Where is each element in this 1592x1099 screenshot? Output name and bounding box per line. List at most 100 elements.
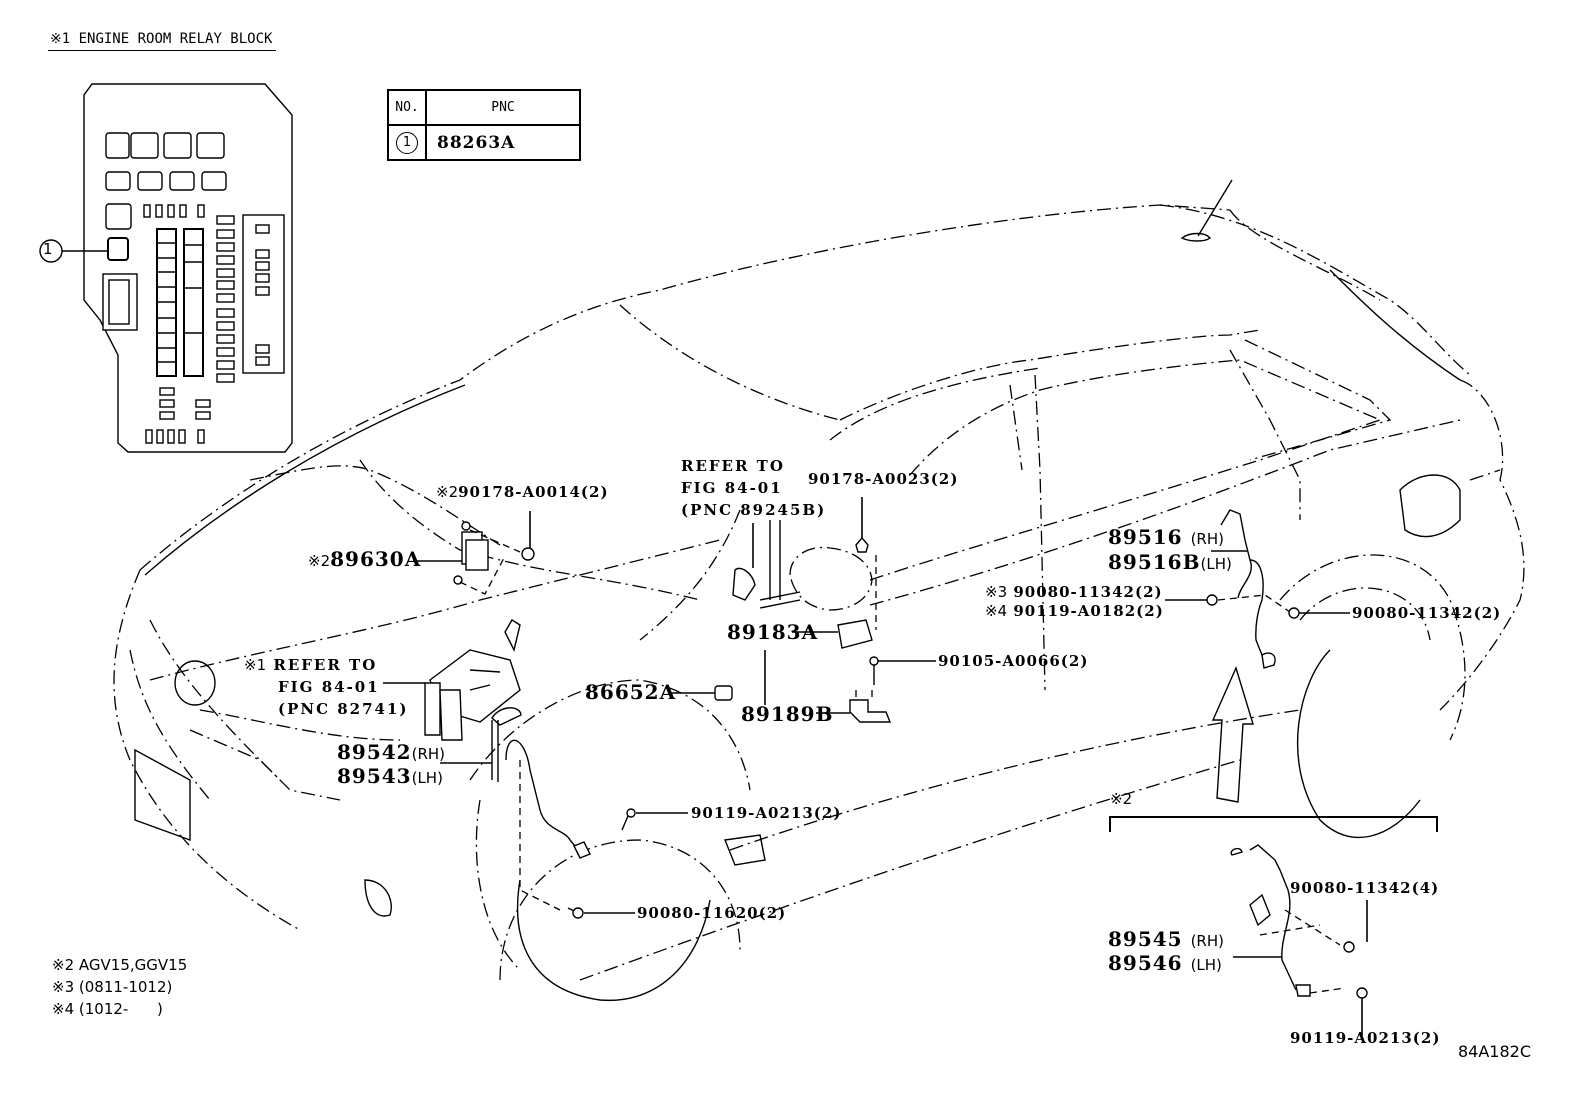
refer-line-3: (PNC 89245B) <box>681 501 827 519</box>
side: (LH) <box>411 769 443 787</box>
label-86652a[interactable]: 86652A <box>585 680 677 704</box>
part-90119-a0213-bolt-front[interactable] <box>621 808 688 831</box>
quantity: (2) <box>930 470 959 488</box>
part-89516-rear-sensor[interactable] <box>1211 509 1291 669</box>
part-number: 90119-A0213 <box>691 804 814 822</box>
label-90178-a0023[interactable]: 90178-A0023(2) <box>808 472 958 487</box>
note-text: AGV15,GGV15 <box>78 956 188 974</box>
label-inset-90080-11342[interactable]: 90080-11342(4) <box>1290 881 1439 896</box>
part-number: 89545 <box>1108 927 1183 951</box>
label-90080-11620[interactable]: 90080-11620(2) <box>637 906 786 921</box>
label-89630a[interactable]: ※289630A <box>308 549 421 569</box>
pnc-table: NO. PNC 1 88263A <box>387 89 581 161</box>
part-90080-11620-bolt[interactable] <box>567 907 635 919</box>
quantity: (2) <box>1412 1029 1441 1047</box>
note-mark: ※1 <box>244 656 267 674</box>
label-90105-a0066[interactable]: 90105-A0066(2) <box>938 654 1088 669</box>
side: (RH) <box>1190 932 1224 950</box>
part-number: 90080-11342 <box>1290 879 1412 897</box>
side: (LH) <box>1200 555 1232 573</box>
antenna-base <box>1180 232 1211 242</box>
note-text: (0811-1012) <box>78 978 173 996</box>
part-90080-11342-bolt-s3[interactable] <box>1165 594 1218 606</box>
refer-line-2: FIG 84-01 <box>681 479 783 497</box>
part-number: 89543 <box>337 764 412 788</box>
row-no: 1 <box>396 131 418 154</box>
row-no-cell: 1 <box>387 124 427 161</box>
license-plate-area <box>134 748 191 841</box>
label-89183a[interactable]: 89183A <box>727 620 819 644</box>
part-number: 89516B <box>1108 550 1201 574</box>
side: (RH) <box>1190 530 1224 548</box>
quantity: (2) <box>758 904 787 922</box>
relay-block-diagram <box>39 83 293 453</box>
pnc-table-row[interactable]: 1 88263A <box>387 124 581 161</box>
part-90080-11342-inset-bolt[interactable] <box>1343 900 1368 953</box>
label-89516[interactable]: 89516 (RH) <box>1108 527 1224 547</box>
fuse-panel-right <box>242 214 285 374</box>
part-82741-ecu-bracket[interactable] <box>424 619 521 741</box>
part-89189b-bracket[interactable] <box>816 690 892 723</box>
relay-88263a[interactable] <box>107 237 129 261</box>
refer-line-3: (PNC 82741) <box>278 700 409 718</box>
mini-fuse-row-top <box>143 204 205 218</box>
label-90119-a0213-front[interactable]: 90119-A0213(2) <box>691 806 841 821</box>
fuse-column-c <box>216 215 235 383</box>
footnote-4: ※4 (1012- ) <box>52 1002 163 1017</box>
label-89545[interactable]: 89545 (RH) <box>1108 929 1224 949</box>
part-number: 90119-A0213 <box>1290 1029 1413 1047</box>
part-number: 90178-A0014 <box>458 483 581 501</box>
quantity: (2) <box>1473 604 1502 622</box>
refer-line-2: FIG 84-01 <box>278 678 380 696</box>
part-89545-inset-sensor[interactable] <box>1230 844 1346 997</box>
row-pnc[interactable]: 88263A <box>425 124 581 161</box>
note-mark: ※4 <box>52 1000 75 1018</box>
part-90119-a0213-inset-bolt[interactable] <box>1356 987 1368 1040</box>
label-89546[interactable]: 89546 (LH) <box>1108 953 1222 973</box>
header-no: NO. <box>387 89 427 126</box>
part-number: 90105-A0066 <box>938 652 1061 670</box>
inset-bracket <box>1109 816 1438 832</box>
part-89542-front-sensor[interactable] <box>491 707 591 911</box>
pnc-table-header: NO. PNC <box>387 89 581 126</box>
part-89183a-sensor[interactable] <box>764 619 873 705</box>
refer-line-1: REFER TO <box>681 457 785 475</box>
mini-fuse-lower <box>159 387 211 420</box>
note-mark: ※2 <box>308 552 331 570</box>
quantity: (2) <box>813 804 842 822</box>
mini-fuse-row-bottom <box>145 429 205 444</box>
label-90080-11342-s3[interactable]: ※3 90080-11342(2) <box>985 585 1163 600</box>
mud-guard <box>724 834 766 866</box>
label-89516b[interactable]: 89516B(LH) <box>1108 552 1232 572</box>
part-number: 90080-11342 <box>1013 583 1135 601</box>
label-90080-11342-rear[interactable]: 90080-11342(2) <box>1352 606 1501 621</box>
relay-large-row-1 <box>105 132 225 159</box>
part-90178-a0014-nut[interactable] <box>521 511 535 561</box>
antenna-mast <box>1197 179 1233 237</box>
note-mark: ※3 <box>985 583 1008 601</box>
quantity: (2) <box>580 483 609 501</box>
label-refer-82741[interactable]: ※1 REFER TO FIG 84-01 (PNC 82741) <box>244 654 409 720</box>
part-86652a-connector[interactable] <box>671 685 733 701</box>
label-90119-a0182-s4[interactable]: ※4 90119-A0182(2) <box>985 604 1164 619</box>
side: (RH) <box>411 745 445 763</box>
note-text: (1012- ) <box>78 1000 163 1018</box>
part-89630a-sensor[interactable] <box>453 521 521 595</box>
label-90178-a0014[interactable]: ※290178-A0014(2) <box>436 485 609 500</box>
label-89543[interactable]: 89543(LH) <box>337 766 443 786</box>
label-89189b[interactable]: 89189B <box>741 702 834 726</box>
part-number: 90080-11342 <box>1352 604 1474 622</box>
side: (LH) <box>1190 956 1222 974</box>
note-mark: ※4 <box>985 602 1008 620</box>
quantity: (2) <box>1134 583 1163 601</box>
part-90105-a0066-bolt[interactable] <box>869 656 936 685</box>
quantity: (4) <box>1411 879 1440 897</box>
footnote-2: ※2 AGV15,GGV15 <box>52 958 187 973</box>
part-90178-a0023-nut[interactable] <box>855 497 877 630</box>
label-89542[interactable]: 89542(RH) <box>337 742 445 762</box>
label-refer-89245b[interactable]: REFER TO FIG 84-01 (PNC 89245B) <box>681 455 826 521</box>
part-89245b-clip[interactable] <box>732 523 756 601</box>
label-inset-90119-a0213[interactable]: 90119-A0213(2) <box>1290 1031 1440 1046</box>
part-90080-11342-bolt-rear[interactable] <box>1288 607 1350 619</box>
relay-square <box>105 203 132 230</box>
